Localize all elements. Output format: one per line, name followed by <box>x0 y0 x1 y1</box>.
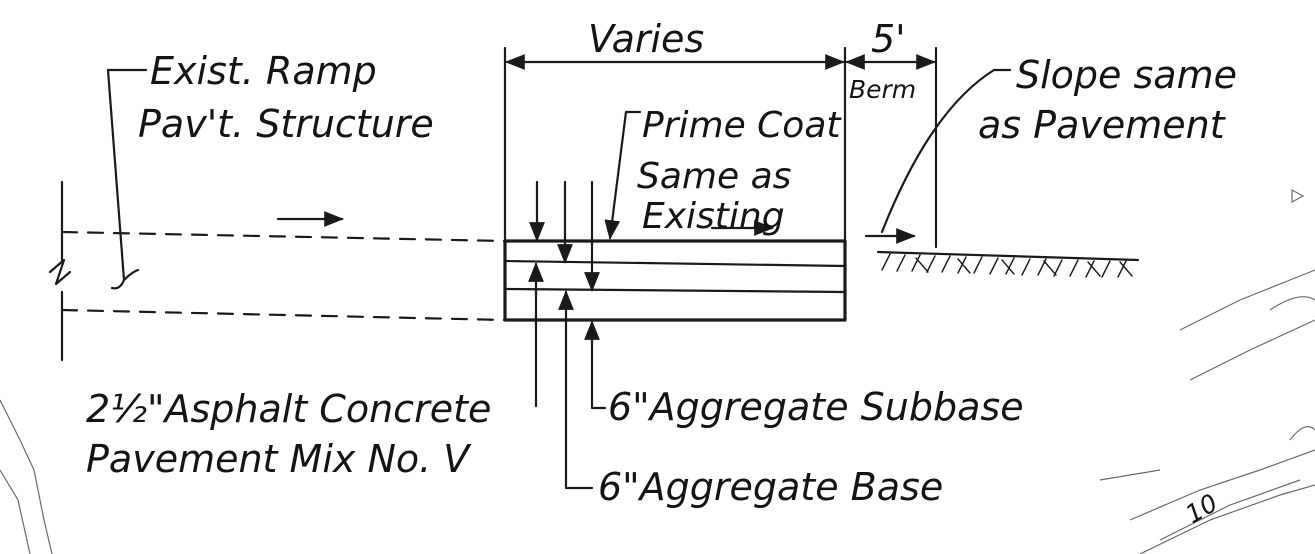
new-pavement-section <box>503 239 847 322</box>
contour-label: 10 <box>1181 488 1223 529</box>
subbase-label: 6"Aggregate Subbase <box>608 385 1024 429</box>
five-foot-label: 5' <box>871 17 906 61</box>
exist-ramp-leader <box>106 68 148 290</box>
same-as-line1: Same as <box>637 156 791 197</box>
asphalt-line2: Pavement Mix No. V <box>86 437 472 481</box>
asphalt-line1: 2½"Asphalt Concrete <box>86 387 491 431</box>
ground-line <box>876 250 1140 278</box>
exist-ramp-line1: Exist. Ramp <box>150 49 377 93</box>
existing-pavement-lines <box>60 230 507 322</box>
slope-leader <box>880 68 1012 234</box>
base-label: 6"Aggregate Base <box>598 465 943 509</box>
exist-ramp-line2: Pav't. Structure <box>138 102 434 146</box>
slope-line2: as Pavement <box>978 103 1227 147</box>
dimension-lines <box>503 46 938 249</box>
same-as-existing-label: Same as Existing <box>637 156 803 237</box>
same-as-line2: Existing <box>642 196 785 237</box>
background-sketch <box>0 188 1315 554</box>
layer-pointers-top <box>529 110 642 292</box>
prime-coat-label: Prime Coat <box>642 105 842 146</box>
asphalt-label: 2½"Asphalt Concrete Pavement Mix No. V <box>86 387 503 481</box>
break-line <box>48 180 72 362</box>
varies-label: Varies <box>588 17 704 61</box>
slope-line1: Slope same <box>1016 53 1237 97</box>
layer-pointers-bottom <box>528 262 607 490</box>
berm-label: Berm <box>849 75 916 104</box>
exist-ramp-label: Exist. Ramp Pav't. Structure <box>138 49 434 146</box>
slope-label: Slope same as Pavement <box>978 53 1249 147</box>
